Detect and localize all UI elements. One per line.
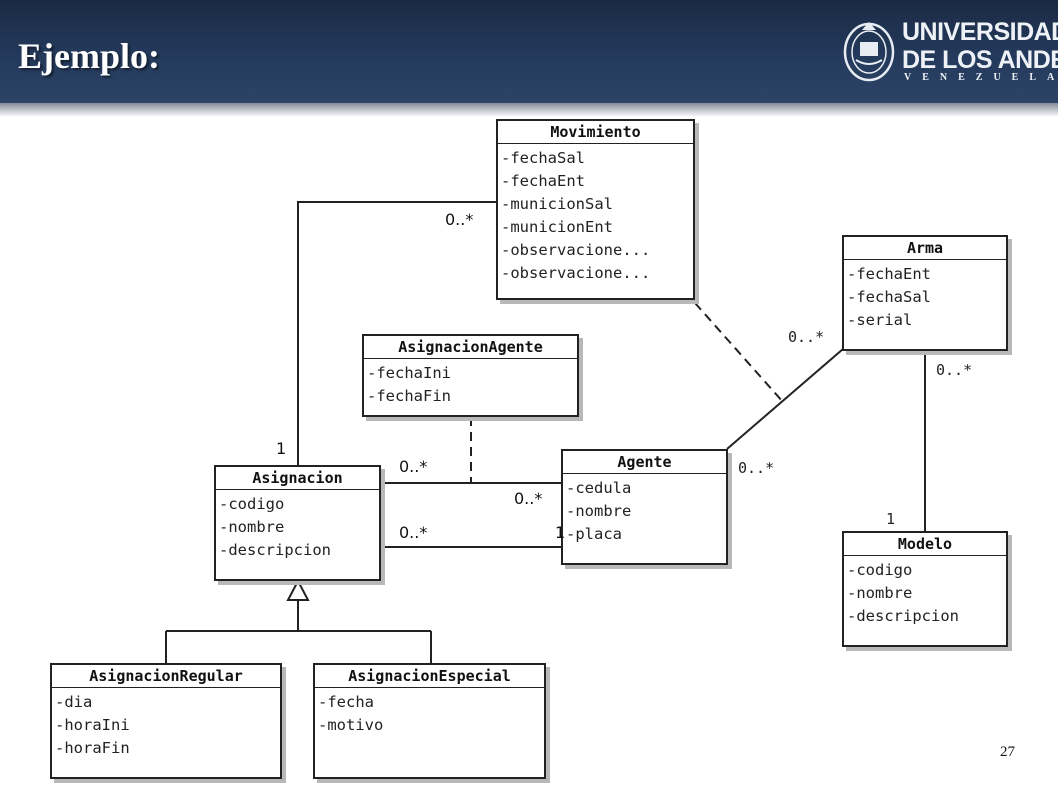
header-shadow — [0, 103, 1058, 117]
attribute: -fechaEnt — [847, 265, 931, 283]
attribute: -dia — [55, 693, 93, 711]
slide-title: Ejemplo: — [18, 36, 160, 76]
class-movimiento[interactable]: Movimiento -fechaSal -fechaEnt -municion… — [496, 119, 695, 300]
attribute: -nombre — [219, 518, 285, 536]
attribute: -horaFin — [55, 739, 130, 757]
slide-header — [0, 0, 1058, 103]
class-name: Movimiento — [498, 121, 693, 144]
class-asignacion[interactable]: Asignacion -codigo -nombre -descripcion — [214, 465, 381, 581]
attribute: -descripcion — [219, 541, 331, 559]
attribute: -municionSal — [501, 195, 613, 213]
class-asignacion-agente[interactable]: AsignacionAgente -fechaIni -fechaFin — [362, 334, 579, 417]
logo-line-2: DE LOS ANDES — [902, 46, 1058, 74]
class-name: AsignacionRegular — [52, 665, 280, 688]
multiplicity-label: 0..* — [399, 523, 428, 542]
class-arma[interactable]: Arma -fechaEnt -fechaSal -serial — [842, 235, 1008, 351]
attribute: -observacione... — [501, 264, 651, 282]
class-asignacion-regular[interactable]: AsignacionRegular -dia -horaIni -horaFin — [50, 663, 282, 779]
class-name: Asignacion — [216, 467, 379, 490]
dashed-movimiento-link — [694, 302, 784, 403]
logo-line-1: UNIVERSIDAD — [902, 18, 1058, 46]
logo-line-3: VENEZUELA — [904, 72, 1058, 83]
attribute: -fecha — [318, 693, 374, 711]
attribute: -codigo — [219, 495, 285, 513]
attribute: -placa — [566, 525, 622, 543]
university-logo: UNIVERSIDAD DE LOS ANDES VENEZUELA — [842, 16, 1058, 88]
class-name: Modelo — [844, 533, 1006, 556]
attribute: -observacione... — [501, 241, 651, 259]
class-modelo[interactable]: Modelo -codigo -nombre -descripcion — [842, 531, 1008, 647]
multiplicity-label: 0..* — [399, 457, 428, 476]
multiplicity-label: 0..* — [936, 361, 973, 379]
page-number: 27 — [1000, 744, 1015, 760]
multiplicity-label: 0..* — [445, 210, 474, 229]
attribute: -serial — [847, 311, 913, 329]
university-seal-icon — [843, 22, 895, 82]
assoc-agente-arma — [726, 348, 844, 450]
attribute: -municionEnt — [501, 218, 613, 236]
attribute: -descripcion — [847, 607, 959, 625]
multiplicity-label: 1 — [886, 510, 896, 528]
attribute: -cedula — [566, 479, 632, 497]
class-name: AsignacionEspecial — [315, 665, 544, 688]
class-name: Agente — [563, 451, 726, 474]
assoc-asignacion-movimiento — [297, 201, 497, 465]
multiplicity-label: 1 — [555, 523, 566, 542]
attribute: -fechaIni — [367, 364, 451, 382]
multiplicity-label: 0..* — [788, 328, 825, 346]
attribute: -fechaEnt — [501, 172, 585, 190]
attribute: -fechaSal — [847, 288, 931, 306]
multiplicity-label: 0..* — [738, 459, 775, 477]
class-name: Arma — [844, 237, 1006, 260]
attribute: -fechaSal — [501, 149, 585, 167]
attribute: -horaIni — [55, 716, 130, 734]
class-name: AsignacionAgente — [364, 336, 577, 359]
attribute: -nombre — [847, 584, 913, 602]
class-asignacion-especial[interactable]: AsignacionEspecial -fecha -motivo — [313, 663, 546, 779]
multiplicity-label: 0..* — [514, 489, 543, 508]
attribute: -nombre — [566, 502, 632, 520]
generalization-arrow — [286, 578, 310, 601]
class-agente[interactable]: Agente -cedula -nombre -placa — [561, 449, 728, 565]
attribute: -motivo — [318, 716, 384, 734]
attribute: -fechaFin — [367, 387, 451, 405]
multiplicity-label: 1 — [276, 439, 287, 458]
attribute: -codigo — [847, 561, 913, 579]
